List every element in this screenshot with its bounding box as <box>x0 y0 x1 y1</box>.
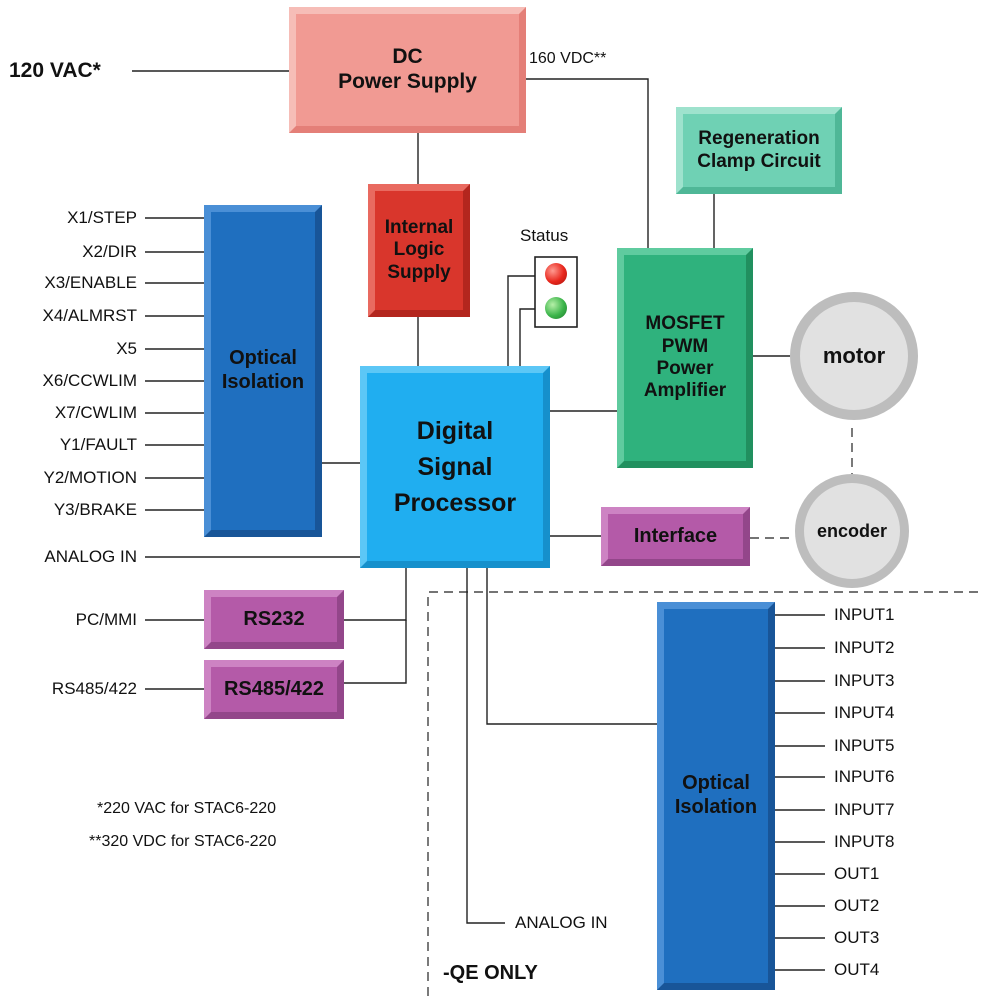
internal-logic-supply-block: Internal Logic Supply <box>368 184 470 317</box>
right-io-out1: OUT1 <box>834 864 880 883</box>
right-io-input4: INPUT4 <box>834 703 895 722</box>
encoder-label: encoder <box>816 520 888 541</box>
mosfet-amplifier-label: MOSFET PWM Power Amplifier <box>643 313 727 402</box>
right-io-input8: INPUT8 <box>834 832 895 851</box>
rs485-port-label: RS485/422 <box>51 679 137 698</box>
right-io-out4: OUT4 <box>834 960 880 979</box>
right-io-input1: INPUT1 <box>834 605 895 624</box>
right-io-input6: INPUT6 <box>834 767 895 786</box>
optical-isolation-right-label: Optical Isolation <box>674 772 758 818</box>
left-io-x1-step: X1/STEP <box>67 208 137 227</box>
left-io-y3-brake: Y3/BRAKE <box>53 500 137 519</box>
vac-input-label: 120 VAC* <box>9 59 101 82</box>
dc-power-supply-label: DC Power Supply <box>338 45 477 93</box>
optical-isolation-left-block: Optical Isolation <box>204 205 322 537</box>
footnote-vac: *220 VAC for STAC6-220 <box>97 800 277 817</box>
left-io-y2-motion: Y2/MOTION <box>43 468 137 487</box>
analog-in-bottom-label: ANALOG IN <box>515 913 608 932</box>
rs485-block: RS485/422 <box>204 660 344 719</box>
left-io-x7-cwlim: X7/CWLIM <box>54 403 137 422</box>
dc-power-supply-block: DC Power Supply <box>289 7 526 133</box>
left-io-x5: X5 <box>116 339 137 358</box>
motor-label: motor <box>822 343 886 368</box>
right-io-input7: INPUT7 <box>834 800 895 819</box>
left-io-y1-fault: Y1/FAULT <box>59 435 137 454</box>
right-io-input3: INPUT3 <box>834 671 895 690</box>
rs232-label: RS232 <box>243 607 305 630</box>
rs485-label: RS485/422 <box>223 677 325 700</box>
encoder-circle: encoder <box>795 474 909 588</box>
right-io-input5: INPUT5 <box>834 736 895 755</box>
status-label: Status <box>520 226 569 245</box>
status-led-green <box>545 297 567 319</box>
right-io-input2: INPUT2 <box>834 638 895 657</box>
regeneration-clamp-label: Regeneration Clamp Circuit <box>697 128 821 172</box>
dsp-label: Digital Signal Processor <box>393 416 517 518</box>
analog-in-left-label: ANALOG IN <box>44 547 137 566</box>
interface-block: Interface <box>601 507 750 566</box>
motor-circle: motor <box>790 292 918 420</box>
dsp-block: Digital Signal Processor <box>360 366 550 568</box>
footnote-vdc: **320 VDC for STAC6-220 <box>89 833 277 850</box>
pc-mmi-label: PC/MMI <box>75 610 137 629</box>
mosfet-amplifier-block: MOSFET PWM Power Amplifier <box>617 248 753 468</box>
right-io-out2: OUT2 <box>834 896 880 915</box>
interface-label: Interface <box>633 524 718 547</box>
left-io-x6-ccwlim: X6/CCWLIM <box>42 371 137 390</box>
status-led-red <box>545 263 567 285</box>
qe-only-label: -QE ONLY <box>443 962 538 984</box>
optical-isolation-right-block: Optical Isolation <box>657 602 775 990</box>
rs232-block: RS232 <box>204 590 344 649</box>
right-io-out3: OUT3 <box>834 928 880 947</box>
left-io-x4-almrst: X4/ALMRST <box>42 306 137 325</box>
internal-logic-supply-label: Internal Logic Supply <box>384 216 454 283</box>
optical-isolation-left-label: Optical Isolation <box>221 347 305 393</box>
left-io-x2-dir: X2/DIR <box>82 242 137 261</box>
left-io-x3-enable: X3/ENABLE <box>44 273 137 292</box>
regeneration-clamp-block: Regeneration Clamp Circuit <box>676 107 842 194</box>
vdc-label: 160 VDC** <box>529 50 607 67</box>
